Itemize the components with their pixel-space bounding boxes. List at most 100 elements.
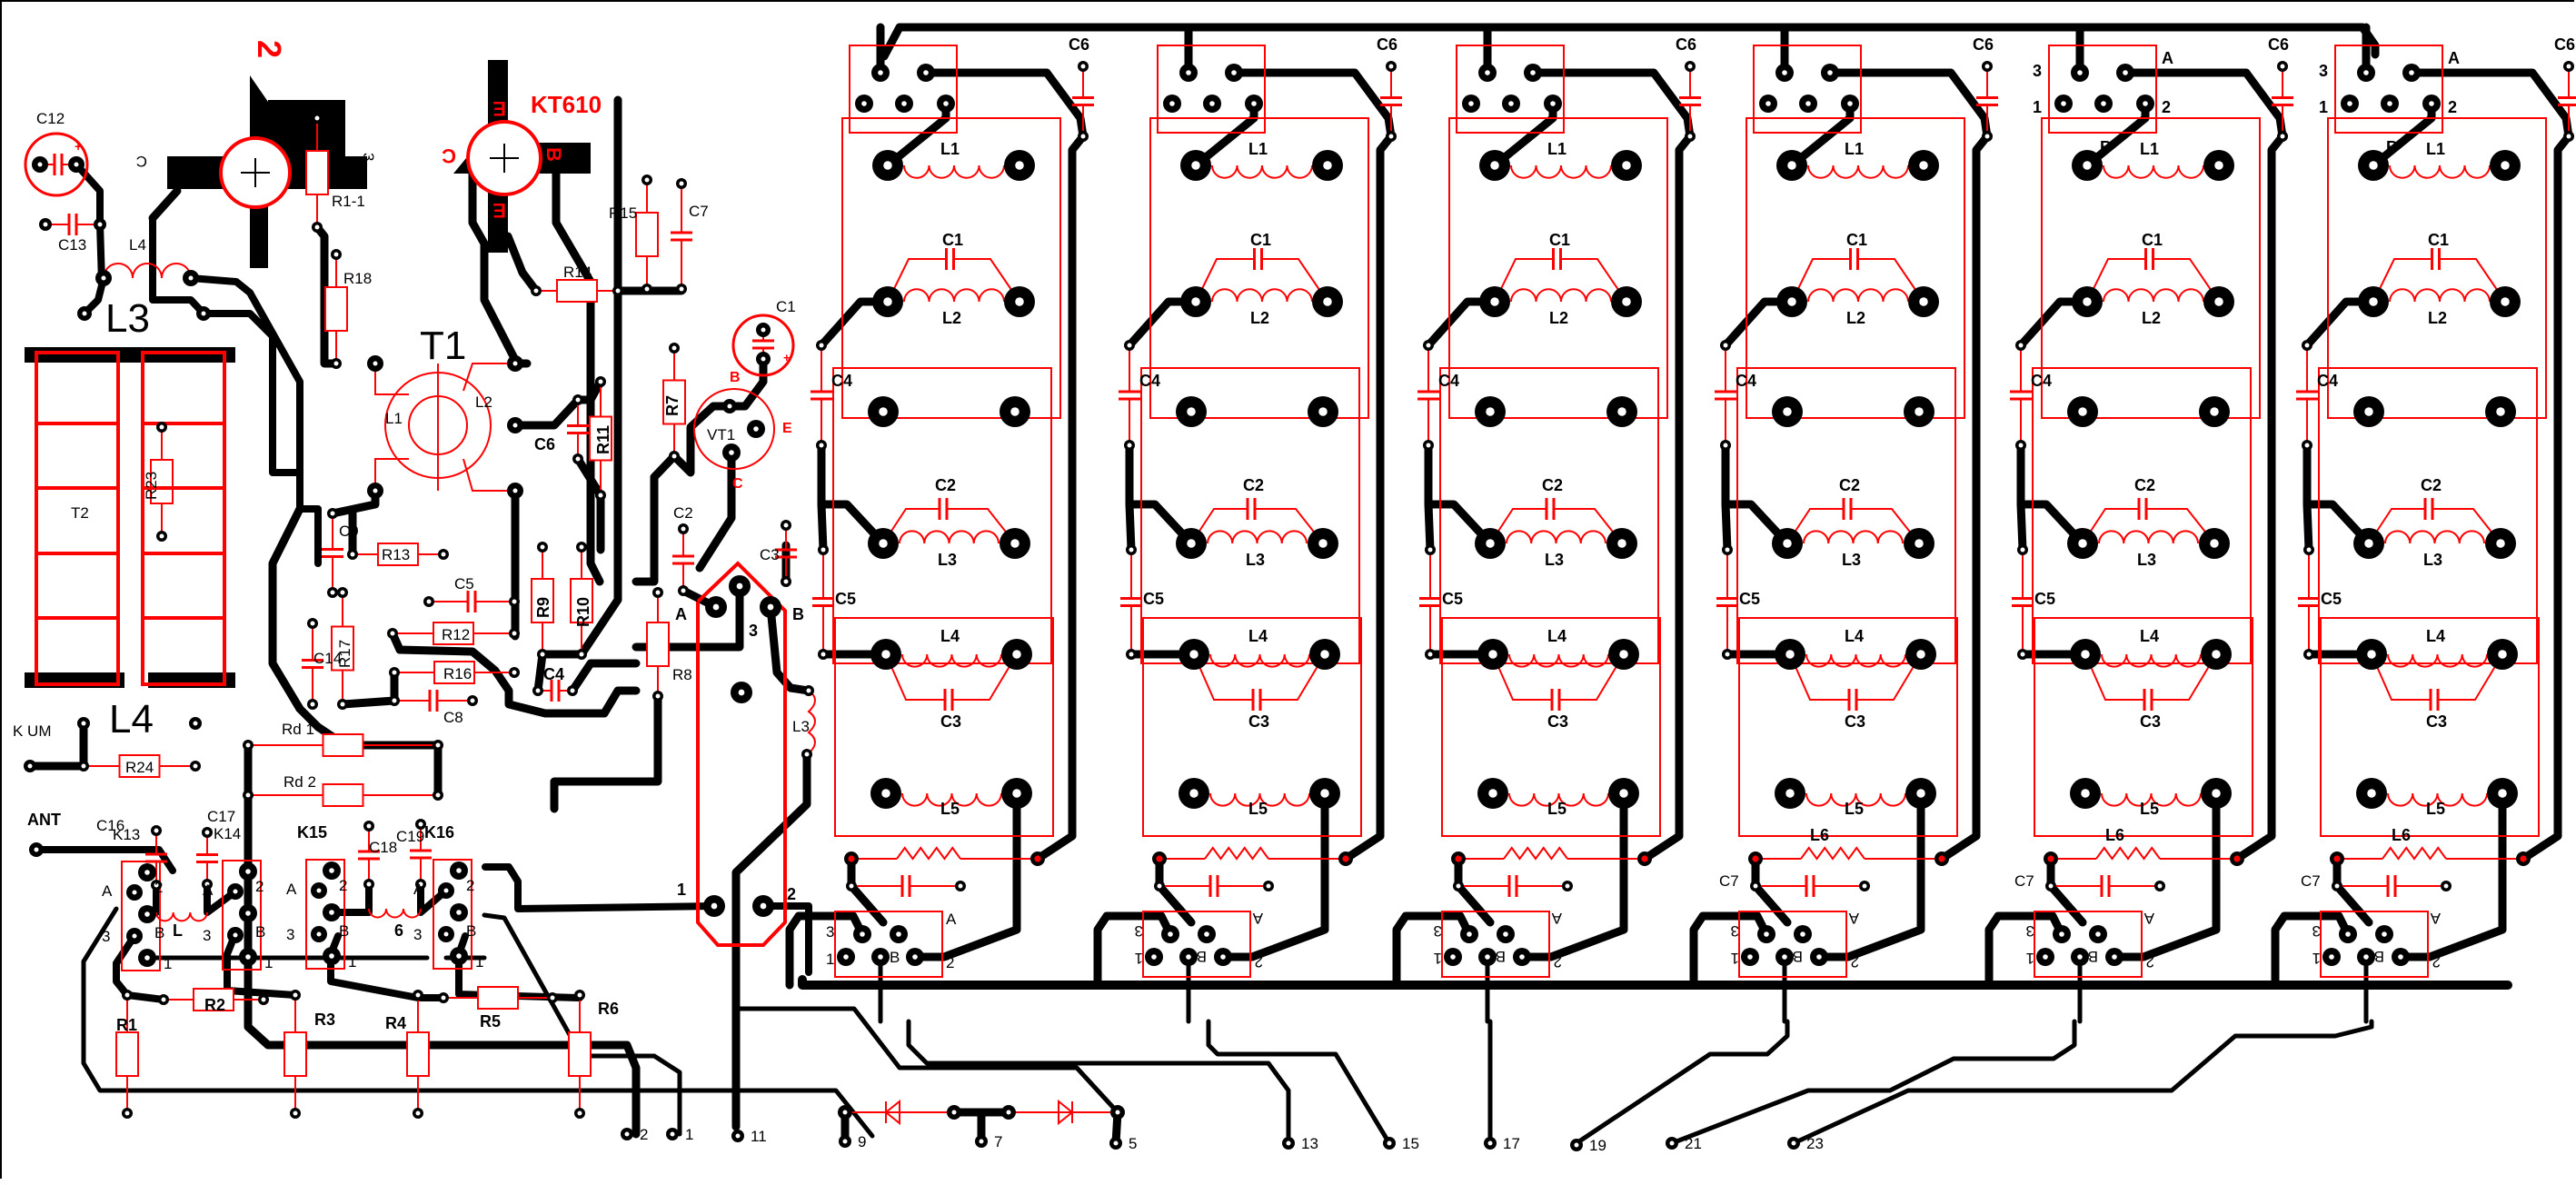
pad-hole — [1485, 70, 1490, 75]
pad-hole — [316, 931, 322, 937]
pad-hole — [1320, 650, 1329, 659]
pad-hole — [456, 910, 462, 915]
pad-r11-b — [595, 490, 606, 501]
pad-hole — [2212, 650, 2221, 659]
pad-hole — [1723, 443, 1728, 448]
pad-c2-a — [678, 523, 689, 534]
label-c9: C9 — [339, 523, 359, 540]
pad-hole — [512, 361, 518, 366]
band-3-top-pin-2 — [1544, 95, 1562, 113]
label-r5: R5 — [480, 1012, 501, 1031]
pad-hole — [783, 579, 789, 584]
band-6-box-l4-l5 — [2320, 617, 2540, 837]
pad-hole — [1622, 161, 1631, 170]
trace-k16-to-switch — [482, 863, 718, 912]
pad-hole — [81, 763, 86, 769]
band-6-l1-coil — [2389, 164, 2491, 179]
relay-k15-pin-a — [311, 882, 327, 899]
pad-hole — [679, 181, 684, 186]
pad-c8-b — [467, 695, 478, 706]
connector-pad-21 — [1666, 1137, 1678, 1150]
band-3-l4-pad-b — [1608, 639, 1639, 670]
copper-trace — [1721, 500, 1732, 554]
pad-r16-b — [509, 667, 520, 678]
band-5-trace-l5-relay — [2110, 789, 2221, 961]
band-4-l3-box-pad-b — [1904, 396, 1934, 427]
band-2-inductor-l6 — [1204, 846, 1269, 861]
band-6-c7-pad-a — [2332, 881, 2342, 891]
label-r16: R16 — [443, 665, 472, 682]
band-2-label-c3: C3 — [1248, 712, 1269, 731]
pad-c16-b — [151, 880, 162, 891]
pad-hole — [373, 488, 378, 493]
connector-pad-15 — [1383, 1137, 1396, 1150]
pad-hole — [204, 830, 210, 835]
pad-hole — [1468, 101, 1474, 106]
band-1-l2-coil — [903, 288, 1005, 303]
pad-hole — [533, 288, 539, 294]
pad-c4-b — [567, 685, 578, 696]
band-3-label-c5: C5 — [1442, 590, 1463, 608]
pad-hole — [1487, 1140, 1493, 1146]
band-3-c1-lead — [1494, 258, 1549, 303]
pad-r24-a — [78, 761, 89, 772]
band-2-box-l1-l2 — [1149, 117, 1369, 419]
band-2-relay-pin-2 — [1214, 948, 1232, 966]
diode-d1-body — [884, 1099, 900, 1126]
resistor-body — [322, 783, 364, 807]
pad-hole — [314, 115, 320, 121]
t2-core-top — [25, 347, 235, 363]
band-2-relay-label-a: A — [1252, 910, 1263, 927]
band-5-box-l4-l5 — [2034, 617, 2253, 837]
resistor-body — [331, 625, 354, 672]
band-3-label-l4: L4 — [1547, 627, 1566, 645]
pad-c6-b — [572, 453, 583, 464]
band-3-relay-label-3: 3 — [1434, 922, 1442, 940]
pad-hole — [201, 311, 206, 316]
band-1-c6-pad-a — [1078, 61, 1089, 72]
band-5-label-c5: C5 — [2034, 590, 2055, 608]
connector-label-13: 13 — [1301, 1135, 1318, 1152]
band-2-top-pin-1 — [1163, 95, 1181, 113]
pad-r10-a — [576, 542, 587, 553]
pad-hole — [761, 327, 766, 333]
pad-r14-a — [531, 285, 542, 296]
label-r23: R23 — [143, 472, 160, 500]
band-2-capacitor-c3 — [1248, 689, 1265, 711]
trace-switch-3 — [632, 582, 744, 652]
band-3-relay-label-2: 2 — [1554, 953, 1562, 971]
band-4-l2-pad-a — [1776, 286, 1807, 317]
trace-l3-b — [149, 214, 207, 317]
relay-k13-label-1: 1 — [164, 955, 172, 972]
pad-hole — [1915, 407, 1924, 416]
pad-c9-b — [327, 587, 338, 598]
resistor-body — [556, 279, 598, 303]
band-1-l1-coil — [903, 164, 1005, 179]
band-6-label-l4: L4 — [2426, 627, 2445, 645]
pad-hole — [2157, 883, 2163, 889]
pad-hole — [1984, 134, 1990, 139]
pad-hole — [577, 1110, 582, 1116]
pad-dot — [1938, 855, 1945, 862]
relay-k16-label-2: 2 — [466, 877, 474, 894]
pad-hole — [373, 361, 378, 366]
pad-l3-b — [196, 306, 211, 321]
resistor-body — [150, 459, 174, 504]
band-4-box-l1-l2 — [1746, 117, 1965, 419]
label-c13: C13 — [58, 236, 86, 254]
band-1-capacitor-c6 — [1072, 66, 1094, 136]
pad-hole — [598, 493, 603, 498]
band-2-relay-label-1: 1 — [1135, 950, 1143, 967]
band-4-l3-pad-b — [1904, 528, 1934, 559]
pad-hole — [132, 890, 137, 895]
pad-hole — [1266, 883, 1271, 889]
pad-hole — [329, 953, 334, 959]
pad-t1-4 — [507, 483, 523, 499]
band-6-top-pin-b — [2381, 95, 2399, 113]
relay-k13-outline — [121, 861, 161, 971]
band-2-trace-c6-rail — [1229, 68, 1396, 827]
pad-hole — [1080, 64, 1086, 69]
relay-k15-pin-3 — [311, 926, 327, 942]
pad-hole — [804, 752, 810, 757]
band-6-relay-pin-1 — [2322, 948, 2341, 966]
